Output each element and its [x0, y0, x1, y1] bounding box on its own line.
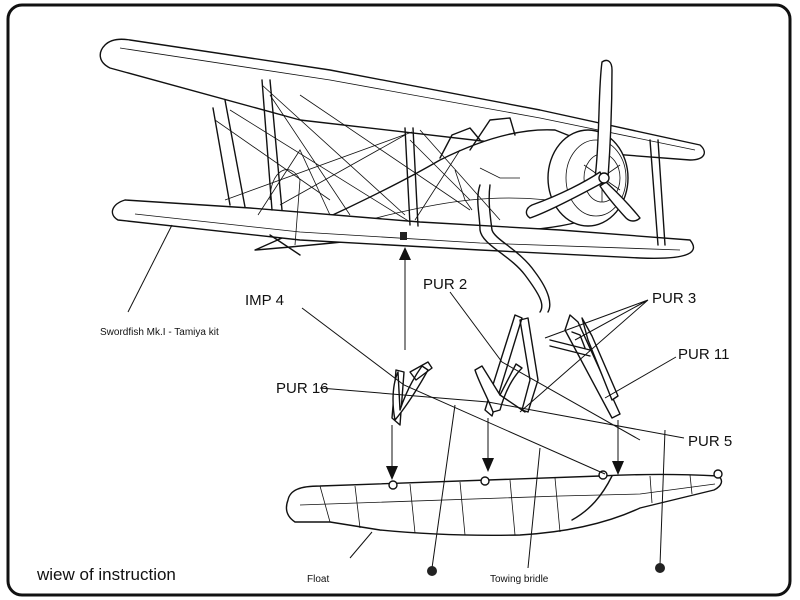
float-drawing [285, 469, 723, 536]
caption: wiew of instruction [36, 565, 176, 584]
label-pur5: PUR 5 [688, 433, 732, 450]
float-struts [391, 314, 621, 426]
label-pur16: PUR 16 [276, 380, 329, 397]
label-float: Float [307, 574, 329, 585]
label-pur2: PUR 2 [423, 276, 467, 293]
label-pur11: PUR 11 [678, 346, 729, 363]
label-pur3: PUR 3 [652, 290, 696, 307]
towing-weight-left [427, 566, 437, 576]
label-kit: Swordfish Mk.I - Tamiya kit [100, 327, 219, 338]
lower-wing [111, 199, 695, 260]
biplane-drawing [99, 38, 705, 313]
label-towing-bridle: Towing bridle [490, 574, 549, 585]
propeller [594, 59, 613, 179]
label-imp4: IMP 4 [245, 292, 284, 309]
engine-cowling [547, 129, 629, 227]
towing-weight-right [655, 563, 665, 573]
